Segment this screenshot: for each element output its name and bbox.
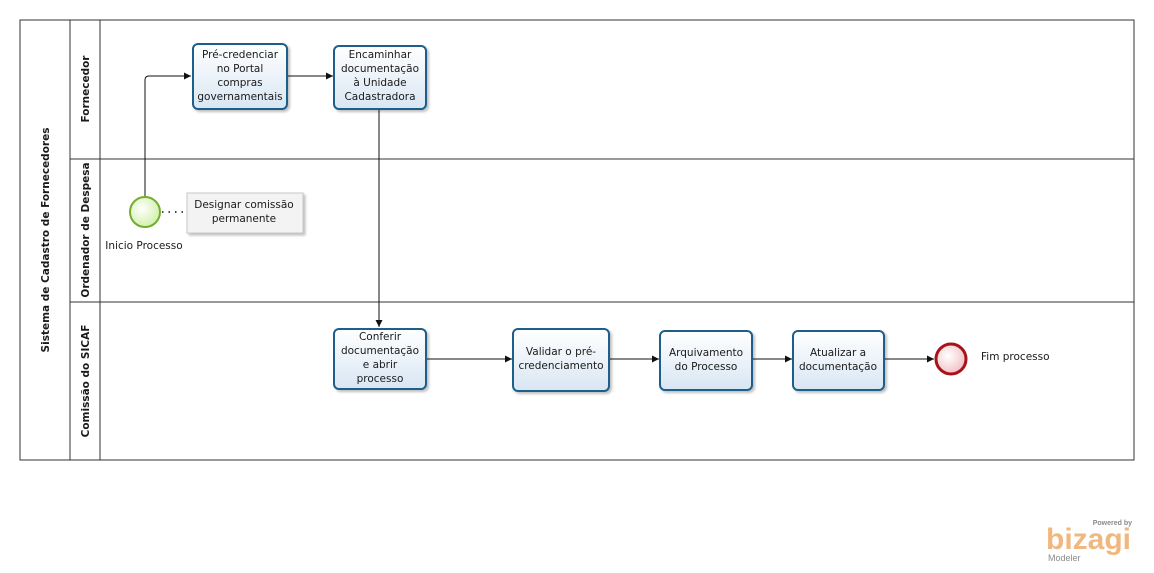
sequence-flows: [144, 72, 934, 363]
task-1-line-1: Pré-credenciar: [202, 49, 279, 61]
task-1-line-2: no Portal: [217, 63, 264, 75]
lane-label-fornecedor: Fornecedor: [80, 55, 92, 123]
annotation-line-1: Designar comissão: [194, 199, 293, 211]
task-1-line-4: governamentais: [197, 91, 282, 103]
task-5-line-2: do Processo: [675, 361, 738, 373]
task-2-line-2: documentação: [341, 63, 419, 75]
task-atualizar[interactable]: Atualizar a documentação: [792, 330, 885, 391]
task-3-line-4: processo: [357, 373, 404, 385]
brand-product: Modeler: [1048, 553, 1081, 563]
task-2-line-3: à Unidade: [353, 77, 406, 89]
flow-start-to-t1: [144, 72, 191, 197]
task-6-line-1: Atualizar a: [810, 347, 866, 359]
pool-title: Sistema de Cadastro de Fornecedores: [40, 128, 52, 353]
end-event-label: Fim processo: [981, 351, 1050, 363]
end-event[interactable]: Fim processo: [934, 342, 1050, 376]
task-3-line-1: Conferir: [359, 331, 402, 343]
task-validar[interactable]: Validar o pré- credenciamento: [512, 328, 610, 392]
task-arquivamento[interactable]: Arquivamento do Processo: [659, 330, 753, 391]
task-encaminhar[interactable]: Encaminhar documentação à Unidade Cadast…: [333, 45, 427, 110]
task-5-line-1: Arquivamento: [669, 347, 743, 359]
lane-fornecedor: Fornecedor: [80, 55, 92, 123]
lane-label-comissao: Comissão do SICAF: [80, 325, 92, 438]
task-4-line-1: Validar o pré-: [526, 346, 596, 358]
brand-name: bizagi: [1046, 523, 1132, 556]
lane-ordenador: Ordenador de Despesa: [80, 162, 92, 297]
task-conferir[interactable]: Conferir documentação e abrir processo: [333, 328, 427, 390]
task-1-line-3: compras: [217, 77, 262, 89]
start-event-label: Inicio Processo: [105, 240, 182, 252]
task-3-line-3: e abrir: [363, 359, 398, 371]
lane-label-ordenador: Ordenador de Despesa: [80, 162, 92, 297]
start-event[interactable]: Inicio Processo: [105, 196, 183, 252]
task-2-line-1: Encaminhar: [349, 49, 412, 61]
annotation[interactable]: Designar comissão permanente: [162, 192, 304, 234]
task-3-line-2: documentação: [341, 345, 419, 357]
brand-powered-by: Powered by: [1092, 520, 1132, 527]
task-2-line-4: Cadastradora: [344, 91, 415, 103]
task-4-line-2: credenciamento: [518, 360, 603, 372]
pool: Sistema de Cadastro de Fornecedores: [19, 19, 1135, 461]
bizagi-logo: Powered by bizagi Modeler: [1046, 518, 1136, 568]
task-pre-credenciar[interactable]: Pré-credenciar no Portal compras governa…: [192, 43, 288, 110]
lane-comissao: Comissão do SICAF: [80, 325, 92, 438]
task-6-line-2: documentação: [799, 361, 877, 373]
annotation-line-2: permanente: [212, 213, 276, 225]
